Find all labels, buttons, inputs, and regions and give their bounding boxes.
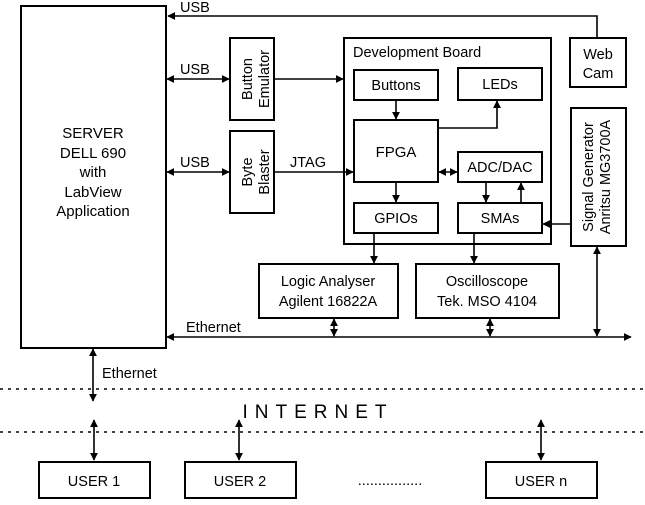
usb-top-label: USB — [180, 0, 210, 16]
gpios-block: GPIOs — [353, 202, 439, 234]
usb-byte-blaster-link: USB — [166, 155, 230, 176]
server-internet-link: Ethernet — [89, 348, 157, 402]
user-n-node: USER n — [485, 461, 598, 499]
server-line-2: DELL 690 — [60, 145, 126, 162]
ethernet-bus-label: Ethernet — [186, 320, 241, 336]
signal-generator-line-1: Signal Generator — [581, 122, 597, 232]
gpios-label: GPIOs — [374, 211, 418, 227]
logic-analyser-line-2: Agilent 16822A — [279, 294, 378, 310]
webcam-line-2: Cam — [583, 66, 614, 82]
logic-analyser-node: Logic Analyser Agilent 16822A — [258, 263, 399, 319]
server-line-5: Application — [56, 203, 129, 220]
byte-blaster-line-1: Byte — [240, 157, 256, 186]
webcam-node: Web Cam — [569, 37, 627, 88]
users-ellipsis: ................ — [358, 473, 422, 489]
server-node: SERVER DELL 690 with LabView Application — [20, 5, 167, 349]
server-line-1: SERVER — [62, 125, 124, 142]
adc-dac-label: ADC/DAC — [467, 160, 532, 176]
button-emulator-node: Button Emulator — [229, 37, 275, 121]
server-line-3: with — [79, 164, 107, 181]
smas-block: SMAs — [457, 202, 543, 234]
logic-analyser-line-1: Logic Analyser — [281, 274, 375, 290]
usb-button-label: USB — [180, 62, 210, 78]
byte-blaster-node: Byte Blaster — [229, 130, 275, 214]
jtag-link: JTAG — [274, 155, 354, 176]
oscilloscope-line-1: Oscilloscope — [446, 274, 528, 290]
smas-label: SMAs — [481, 211, 520, 227]
signal-generator-node: Signal Generator Anritsu MG3700A — [570, 107, 627, 247]
usb-byte-label: USB — [180, 155, 210, 171]
user-n-label: USER n — [515, 474, 567, 490]
jtag-label: JTAG — [290, 155, 326, 171]
webcam-line-1: Web — [583, 47, 613, 63]
ethernet-server-label: Ethernet — [102, 366, 157, 382]
usb-button-emulator-link: USB — [166, 62, 230, 83]
development-board-title: Development Board — [353, 45, 481, 61]
oscilloscope-node: Oscilloscope Tek. MSO 4104 — [415, 263, 560, 319]
fpga-label: FPGA — [376, 144, 417, 161]
ethernet-bus: Ethernet — [166, 320, 632, 341]
buttons-block: Buttons — [353, 69, 439, 101]
user-2-node: USER 2 — [184, 461, 297, 499]
internet-label: INTERNET — [243, 402, 394, 423]
button-emulator-line-2: Emulator — [257, 50, 273, 108]
byte-blaster-line-2: Blaster — [257, 149, 273, 194]
button-emulator-line-1: Button — [240, 58, 256, 100]
signal-generator-line-2: Anritsu MG3700A — [598, 119, 614, 234]
fpga-to-leds-link — [438, 100, 501, 129]
user-2-label: USER 2 — [214, 474, 266, 490]
user-1-node: USER 1 — [38, 461, 151, 499]
buttons-label: Buttons — [371, 78, 420, 94]
leds-label: LEDs — [482, 77, 517, 93]
fpga-block: FPGA — [353, 119, 439, 183]
leds-block: LEDs — [457, 67, 543, 101]
server-line-4: LabView — [64, 184, 121, 201]
usb-webcam-link: USB — [167, 0, 598, 38]
adc-dac-block: ADC/DAC — [457, 151, 543, 183]
oscilloscope-line-2: Tek. MSO 4104 — [437, 294, 537, 310]
development-board: Development Board Buttons LEDs FPGA ADC/… — [343, 37, 552, 245]
user-1-label: USER 1 — [68, 474, 120, 490]
